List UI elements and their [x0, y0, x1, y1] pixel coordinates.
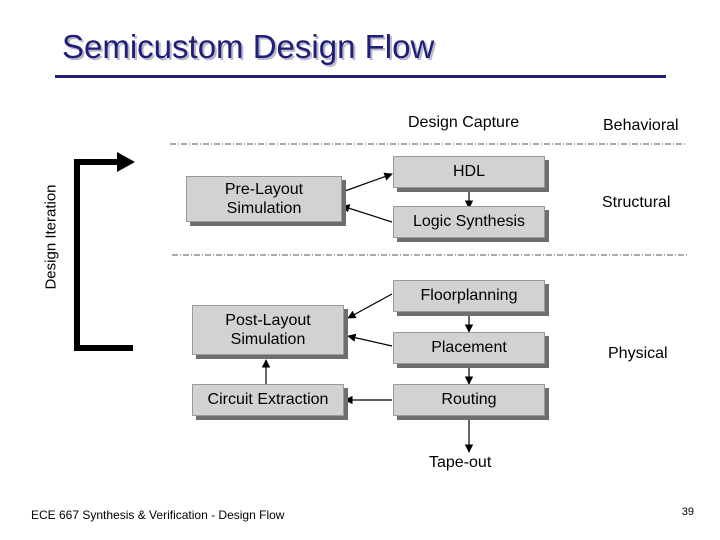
floorplanning-box: Floorplanning [393, 280, 545, 312]
logic-synthesis-box: Logic Synthesis [393, 206, 545, 238]
arrow-floorplan-to-postsim [347, 293, 393, 319]
design-iteration-label: Design Iteration [42, 184, 60, 290]
title-underline [55, 75, 666, 78]
routing-box: Routing [393, 384, 545, 416]
tape-out-label: Tape-out [429, 454, 492, 471]
slide-title: Semicustom Design Flow [62, 28, 435, 65]
arrow-synthesis-to-presim [341, 204, 393, 223]
post-layout-simulation-box: Post-Layout Simulation [192, 305, 344, 355]
iteration-arrowhead [117, 152, 135, 172]
footer-course: ECE 667 Synthesis & Verification - Desig… [31, 508, 285, 522]
design-capture-header: Design Capture [408, 114, 520, 131]
arrow-presim-to-hdl [341, 172, 393, 193]
placement-box: Placement [393, 332, 545, 364]
level-behavioral: Behavioral [603, 117, 679, 134]
level-physical: Physical [608, 345, 668, 362]
circuit-extraction-box: Circuit Extraction [192, 384, 344, 416]
hdl-box: HDL [393, 156, 545, 188]
arrow-placement-to-postsim [347, 333, 393, 347]
level-structural: Structural [602, 194, 671, 211]
iteration-bracket [74, 159, 133, 351]
page-number: 39 [681, 506, 694, 518]
pre-layout-simulation-box: Pre-Layout Simulation [186, 176, 342, 222]
